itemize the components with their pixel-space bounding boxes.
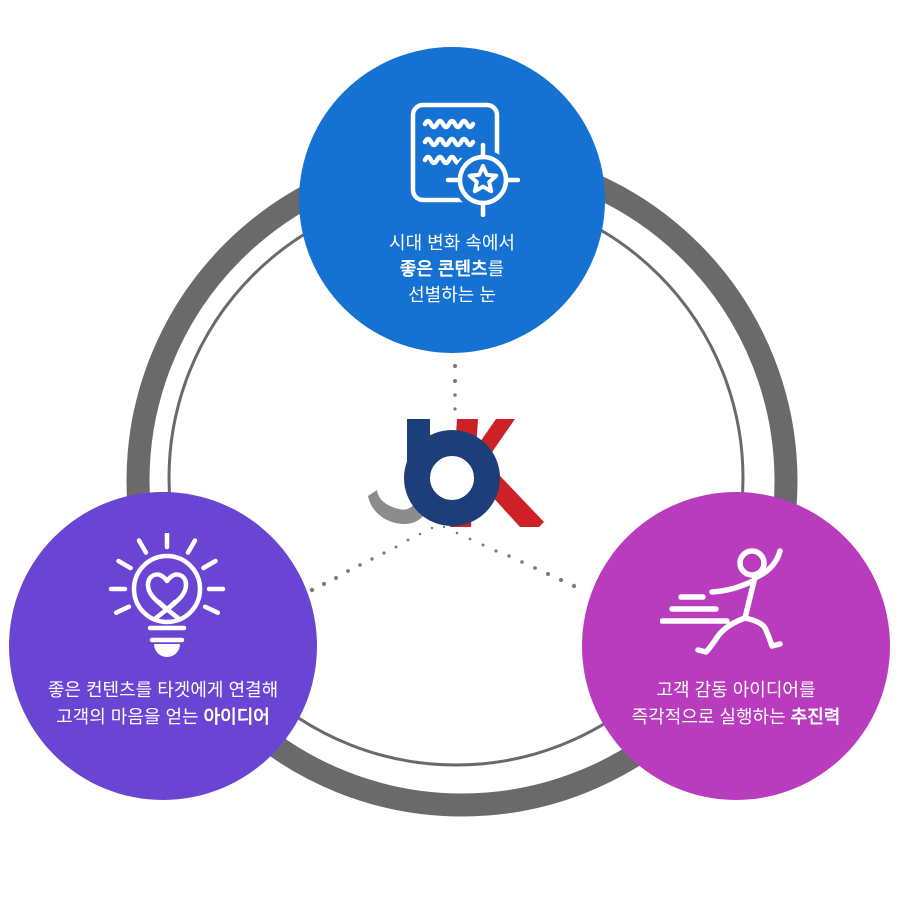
dotted-line-top — [452, 363, 458, 411]
left-bubble: 좋은 컨텐츠를 타겟에게 연결해 고객의 마음을 얻는 아이디어 — [9, 492, 317, 800]
left-bubble-caption: 좋은 컨텐츠를 타겟에게 연결해 고객의 마음을 얻는 아이디어 — [9, 677, 317, 731]
dotted-line-right — [442, 525, 577, 589]
caption-line: 좋은 컨텐츠를 타겟에게 연결해 — [47, 680, 279, 700]
top-bubble: 시대 변화 속에서 좋은 콘텐츠를 선별하는 눈 — [299, 47, 605, 353]
top-bubble-caption: 시대 변화 속에서 좋은 콘텐츠를 선별하는 눈 — [299, 230, 605, 308]
caption-line: 고객 감동 아이디어를 — [656, 680, 816, 700]
caption-line: 좋은 콘텐츠를 — [399, 259, 505, 279]
caption-line: 시대 변화 속에서 — [389, 233, 515, 253]
document-target-icon — [410, 102, 520, 217]
logo-letter-b-stem — [407, 419, 430, 491]
caption-line: 고객의 마음을 얻는 아이디어 — [56, 707, 270, 727]
jbk-logo — [368, 419, 544, 527]
lightbulb-heart-icon — [108, 533, 226, 657]
right-bubble-caption: 고객 감동 아이디어를 즉각적으로 실행하는 추진력 — [582, 677, 890, 731]
running-person-icon — [660, 548, 783, 655]
dotted-line-left — [309, 526, 434, 593]
logo-letter-j — [368, 490, 427, 524]
caption-line: 선별하는 눈 — [408, 285, 496, 305]
caption-line: 즉각적으로 실행하는 추진력 — [631, 707, 841, 727]
right-bubble: 고객 감동 아이디어를 즉각적으로 실행하는 추진력 — [582, 492, 890, 800]
